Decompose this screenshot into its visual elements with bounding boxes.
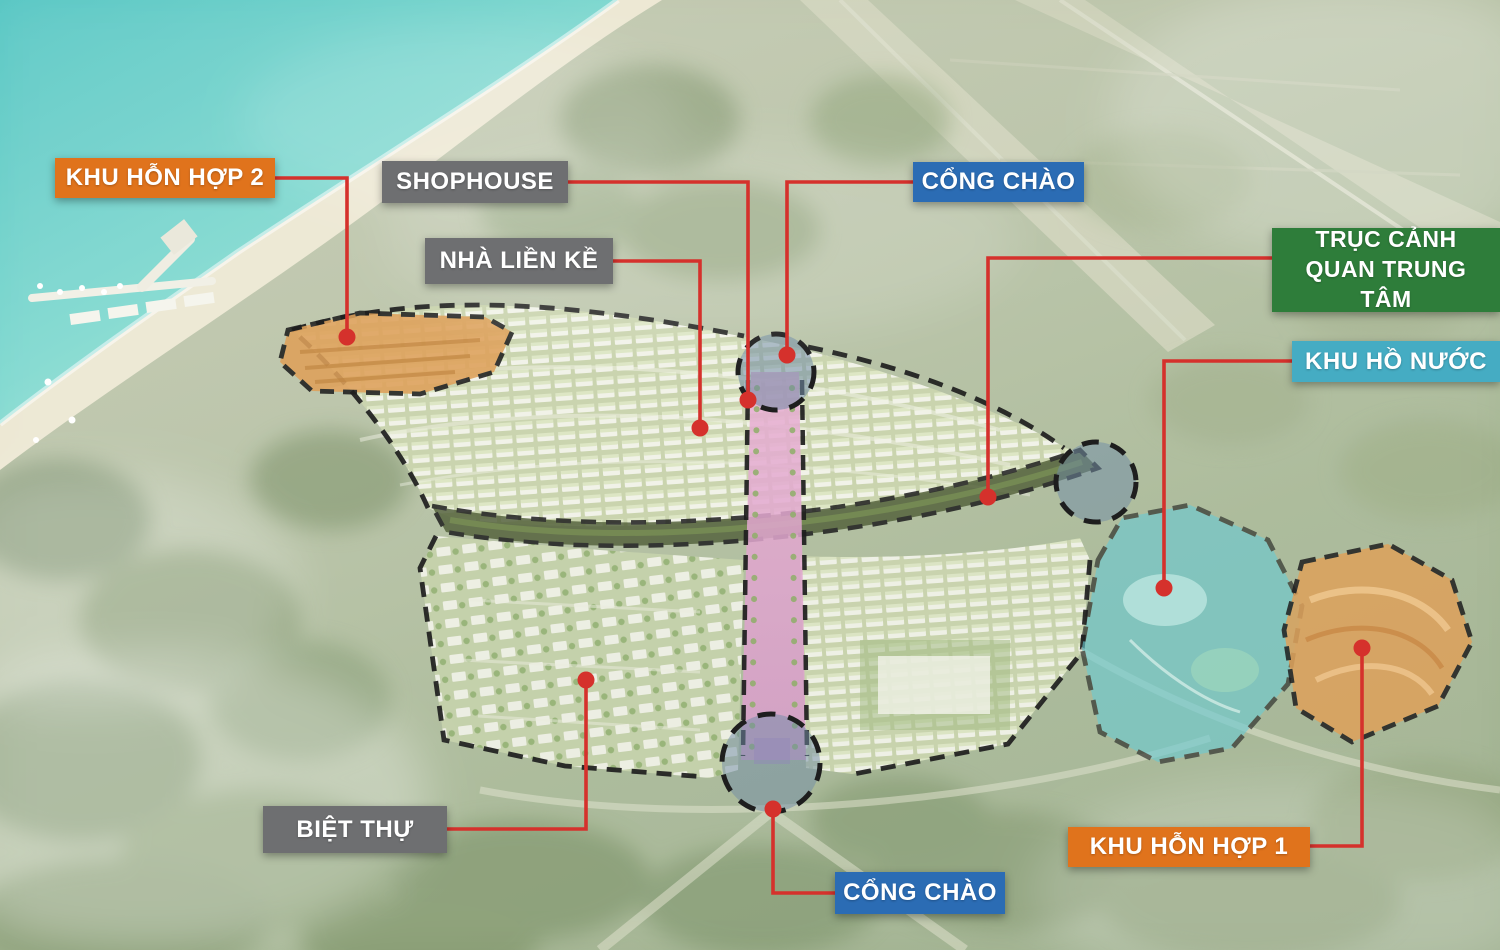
- label-biet-thu-text: BIỆT THỰ: [296, 815, 414, 843]
- label-shophouse-text: SHOPHOUSE: [396, 168, 554, 196]
- label-khu-hon-hop-1: KHU HỖN HỢP 1: [1068, 827, 1310, 867]
- label-cong-chao-bottom: CỔNG CHÀO: [835, 872, 1005, 914]
- label-khu-hon-hop-2-text: KHU HỖN HỢP 2: [65, 164, 265, 192]
- label-khu-ho-nuoc: KHU HỒ NƯỚC: [1292, 341, 1500, 382]
- callout-dots: [338, 328, 1371, 818]
- label-biet-thu: BIỆT THỰ: [263, 806, 447, 853]
- label-cong-chao-bottom-text: CỔNG CHÀO: [843, 879, 997, 907]
- connector-cong-chao-top: [785, 180, 913, 354]
- label-khu-ho-nuoc-text: KHU HỒ NƯỚC: [1305, 347, 1487, 375]
- label-cong-chao-top: CỔNG CHÀO: [913, 162, 1084, 202]
- connector-truc-canh-quan: [986, 256, 1272, 496]
- connector-khu-ho-nuoc: [1162, 359, 1292, 587]
- connector-nha-lien-ke: [613, 259, 702, 427]
- connector-cong-chao-bottom: [771, 810, 835, 895]
- connector-biet-thu: [447, 681, 588, 831]
- label-cong-chao-top-text: CỔNG CHÀO: [921, 168, 1076, 196]
- label-shophouse: SHOPHOUSE: [382, 161, 568, 203]
- callout-connectors: [275, 176, 1364, 895]
- label-truc-canh-quan-trung-tam: TRỤC CẢNH QUAN TRUNG TÂM: [1272, 226, 1500, 312]
- label-nha-lien-ke: NHÀ LIỀN KỀ: [425, 238, 613, 284]
- label-khu-hon-hop-1-text: KHU HỖN HỢP 1: [1089, 833, 1289, 861]
- label-truc-canh-quan-trung-tam-text: TRỤC CẢNH QUAN TRUNG TÂM: [1305, 226, 1467, 312]
- label-khu-hon-hop-2: KHU HỖN HỢP 2: [55, 158, 275, 198]
- connector-khu-hon-hop-1: [1310, 649, 1364, 848]
- connector-khu-hon-hop-2: [275, 176, 349, 337]
- label-nha-lien-ke-text: NHÀ LIỀN KỀ: [439, 247, 599, 275]
- connector-shophouse: [568, 180, 750, 399]
